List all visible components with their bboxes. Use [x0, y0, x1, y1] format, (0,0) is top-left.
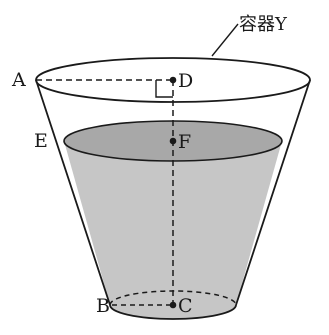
- container-left-side: [35, 79, 111, 306]
- base-front-arc: [109, 304, 237, 320]
- container-y-caption: 容器Y: [239, 14, 288, 35]
- container-right-side: [235, 79, 311, 306]
- point-D: [169, 76, 177, 84]
- point-F: [169, 137, 177, 145]
- label-F: F: [178, 131, 191, 153]
- label-B: B: [96, 295, 110, 317]
- right-angle-mark: [155, 80, 173, 98]
- label-A: A: [11, 69, 26, 91]
- label-C: C: [178, 295, 193, 317]
- label-D: D: [178, 70, 193, 92]
- caption-leader: [211, 23, 239, 57]
- label-E: E: [34, 130, 48, 152]
- point-C: [169, 301, 177, 309]
